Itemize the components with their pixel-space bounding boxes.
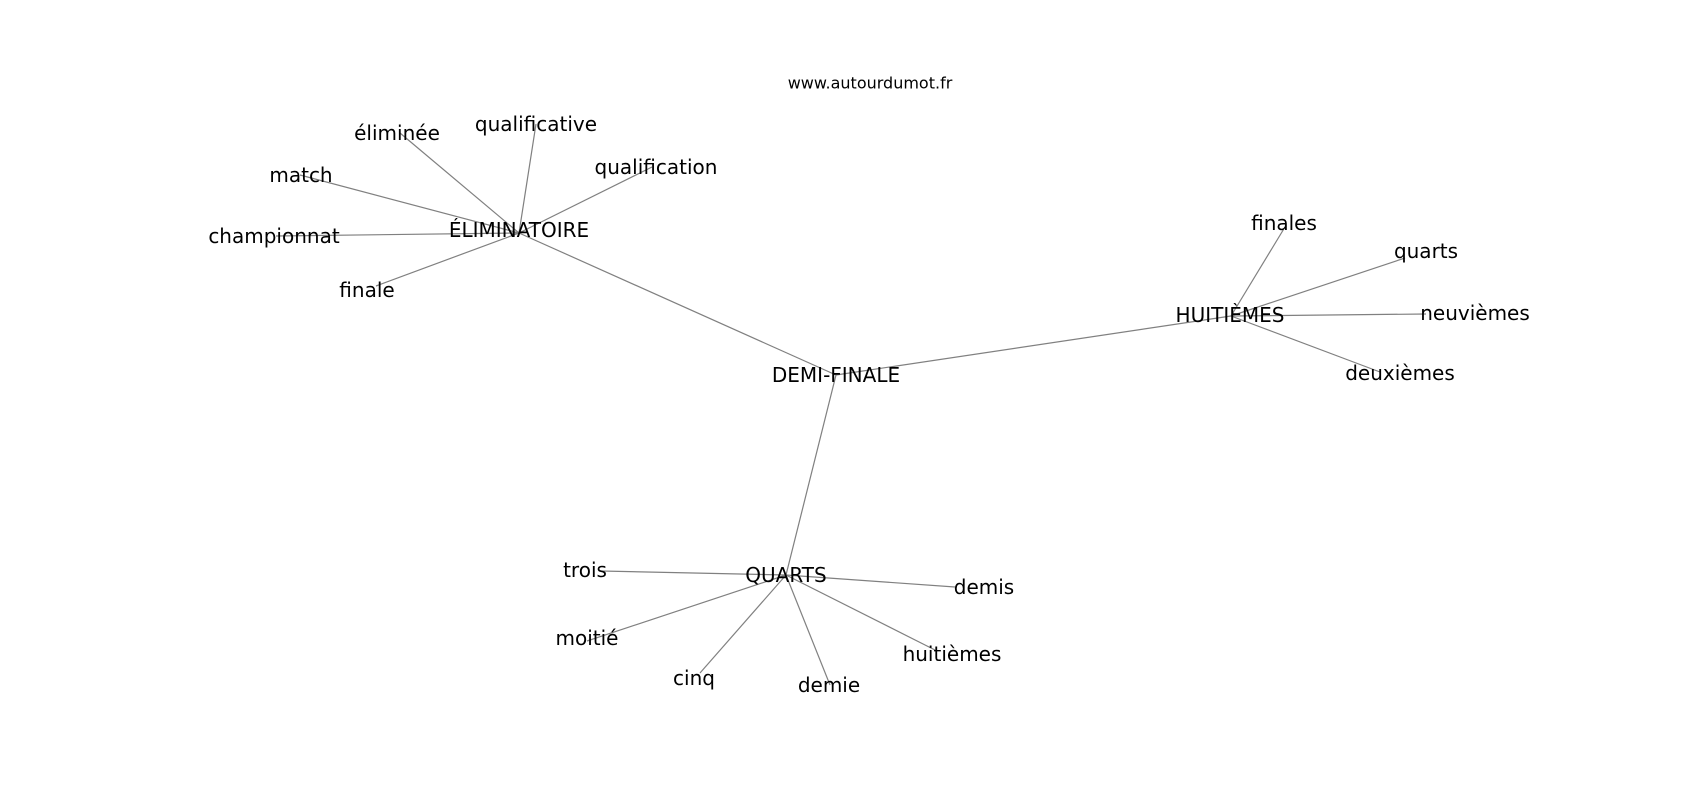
- hub-node-label: HUITIÈMES: [1176, 303, 1285, 327]
- leaf-node-label: quarts: [1394, 239, 1458, 263]
- center-node-label: DEMI-FINALE: [772, 363, 900, 387]
- hub-node-label: ÉLIMINATOIRE: [449, 218, 589, 242]
- source-watermark: www.autourdumot.fr: [787, 73, 953, 93]
- leaf-node-label: deuxièmes: [1345, 361, 1455, 385]
- edge-hub-to-leaf: [399, 132, 520, 234]
- edge-hub-to-leaf: [600, 570, 787, 576]
- edge-hub-to-leaf: [699, 574, 787, 674]
- edge-hub-to-leaf: [518, 166, 653, 234]
- leaf-node-label: championnat: [208, 224, 340, 248]
- leaf-node-label: qualification: [595, 155, 718, 179]
- edge-center-to-hub: [518, 232, 837, 376]
- edge-hub-to-leaf: [785, 574, 831, 686]
- edge-center-to-hub: [785, 374, 837, 576]
- edge-hub-to-leaf: [1230, 257, 1406, 317]
- edge-hub-to-leaf: [1230, 313, 1427, 317]
- leaf-node-label: huitièmes: [903, 642, 1002, 666]
- leaf-node-label: moitié: [556, 626, 619, 650]
- edge-hub-to-leaf: [299, 174, 520, 234]
- leaf-node-label: finale: [339, 278, 394, 302]
- edge-hub-to-leaf: [785, 574, 936, 651]
- edge-hub-to-leaf: [1230, 226, 1286, 317]
- leaf-node-label: cinq: [673, 666, 715, 690]
- hub-node-label: QUARTS: [745, 563, 826, 587]
- edge-hub-to-leaf: [586, 574, 787, 642]
- label-layer: DEMI-FINALE ÉLIMINATOIRE éliminée qualifica…: [208, 112, 1529, 697]
- leaf-node-label: finales: [1251, 211, 1317, 235]
- edge-hub-to-leaf: [785, 574, 956, 588]
- leaf-node-label: éliminée: [354, 121, 440, 145]
- edge-hub-to-leaf: [1230, 315, 1381, 373]
- edge-hub-to-leaf: [275, 232, 520, 237]
- leaf-node-label: qualificative: [475, 112, 597, 136]
- leaf-node-label: demie: [798, 673, 860, 697]
- edge-center-to-hub: [835, 315, 1232, 376]
- edge-hub-to-leaf: [518, 123, 537, 234]
- leaf-node-label: match: [269, 163, 332, 187]
- edge-layer: [275, 123, 1427, 686]
- leaf-node-label: neuvièmes: [1420, 301, 1530, 325]
- leaf-node-label: trois: [563, 558, 607, 582]
- edge-hub-to-leaf: [375, 232, 520, 287]
- leaf-node-label: demis: [954, 575, 1014, 599]
